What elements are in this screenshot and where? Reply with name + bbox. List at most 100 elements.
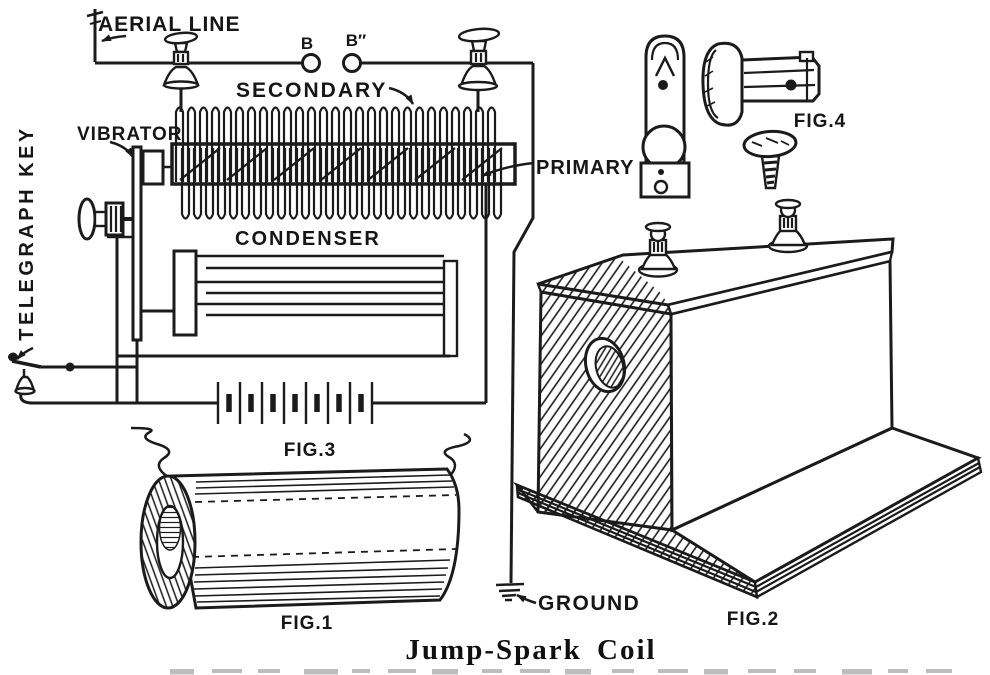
secondary-loop — [372, 148, 383, 220]
post-cap — [774, 198, 802, 210]
ground-stroke — [498, 588, 521, 593]
cutoff-fragment — [258, 669, 280, 673]
spark-ball-b — [301, 53, 321, 73]
bracket-hole-small — [658, 169, 664, 175]
secondary-arrow — [388, 86, 415, 105]
cutoff-fragment — [842, 669, 872, 675]
label-fig1: FIG.1 — [281, 613, 334, 634]
adjust-screw-head — [77, 197, 97, 241]
cutoff-text-fragments — [170, 669, 952, 675]
secondary-loop — [336, 148, 347, 220]
decor-stroke — [191, 548, 457, 558]
secondary-loop — [378, 106, 389, 182]
secondary-loop — [282, 106, 293, 182]
secondary-loop — [312, 148, 323, 220]
secondary-loop — [186, 106, 197, 182]
knurl-lines — [782, 218, 794, 228]
cutoff-fragment — [170, 669, 194, 675]
cutoff-fragment — [658, 669, 688, 673]
base-molding-lines — [755, 462, 981, 593]
secondary-loop — [294, 106, 305, 182]
cutoff-fragment — [520, 669, 550, 673]
secondary-loop — [402, 106, 413, 182]
secondary-loop — [480, 148, 491, 220]
condenser-plates — [196, 254, 444, 317]
induction-coil — [170, 106, 517, 220]
condenser-right-electrode — [442, 259, 459, 358]
knurl-lines — [652, 242, 664, 252]
secondary-loop — [204, 148, 215, 220]
screw-head-marks — [751, 137, 790, 147]
label-vibrator: VIBRATOR — [77, 124, 182, 145]
aerial-tick — [86, 10, 104, 18]
ground-arrow — [516, 593, 537, 605]
strap-tongue — [654, 55, 676, 77]
cutoff-fragment — [888, 669, 908, 673]
secondary-loop — [330, 106, 341, 182]
cutoff-fragment — [748, 669, 776, 673]
lead-wire-right — [443, 432, 472, 478]
secondary-loop — [408, 148, 419, 220]
post-neck — [470, 39, 488, 53]
post-flare — [459, 64, 498, 88]
strap-hole — [658, 80, 668, 90]
aerial-line-arrow — [101, 34, 127, 43]
post-base — [162, 80, 200, 90]
condenser — [118, 249, 459, 358]
decor-stroke — [194, 588, 443, 597]
cutoff-fragment — [704, 669, 728, 675]
secondary-loop — [198, 106, 209, 182]
key-lever — [11, 359, 42, 369]
cutoff-fragment — [432, 669, 458, 675]
secondary-loop — [468, 148, 479, 220]
label-aerial-line: AERIAL LINE — [98, 13, 240, 36]
label-ground: GROUND — [538, 592, 640, 615]
secondary-loop — [288, 148, 299, 220]
secondary-loop — [384, 148, 395, 220]
box-binding-post-right — [767, 198, 809, 254]
secondary-loop — [486, 106, 497, 182]
label-terminal-b: B — [301, 34, 313, 53]
nut-hatch — [704, 56, 716, 107]
label-terminal-b-prime: B″ — [346, 31, 366, 50]
right-binding-post — [457, 27, 501, 112]
spark-ball-b-prime — [342, 53, 362, 73]
decor-stroke — [194, 486, 455, 495]
secondary-loop — [222, 106, 233, 182]
ground-stroke — [495, 582, 525, 587]
secondary-loop — [462, 106, 473, 182]
secondary-loop — [432, 148, 443, 220]
box-left-face — [536, 290, 674, 532]
cutoff-fragment — [565, 669, 591, 675]
condenser-left-electrode — [172, 249, 198, 337]
cutoff-fragment — [304, 669, 338, 675]
vibrator-assembly — [77, 145, 174, 403]
secondary-loop — [246, 106, 257, 182]
cutoff-fragment — [388, 669, 416, 673]
secondary-loop — [252, 148, 263, 220]
nut-inner-line — [706, 49, 719, 119]
secondary-loop — [300, 148, 311, 220]
knurl-lines — [474, 53, 483, 62]
battery-symbol — [216, 382, 374, 424]
label-fig3: FIG.3 — [284, 440, 337, 461]
cylinder-surface-lines — [191, 474, 457, 603]
label-fig2: FIG.2 — [727, 609, 780, 630]
cutoff-fragment — [482, 669, 502, 673]
secondary-loop — [348, 148, 359, 220]
fig3-schematic — [8, 9, 535, 602]
post-cap — [457, 27, 501, 43]
decor-stroke — [194, 567, 449, 576]
label-telegraph-key: TELEGRAPH KEY — [16, 125, 38, 341]
secondary-loop — [180, 148, 191, 220]
label-fig4: FIG.4 — [794, 111, 847, 132]
telegraph-key — [8, 352, 137, 405]
side-hole — [583, 336, 627, 394]
secondary-loop — [342, 106, 353, 182]
key-contact-dot — [65, 362, 75, 372]
cutoff-fragment — [794, 669, 816, 673]
secondary-loop — [414, 106, 425, 182]
secondary-loop — [420, 148, 431, 220]
cutoff-fragment — [612, 669, 634, 673]
